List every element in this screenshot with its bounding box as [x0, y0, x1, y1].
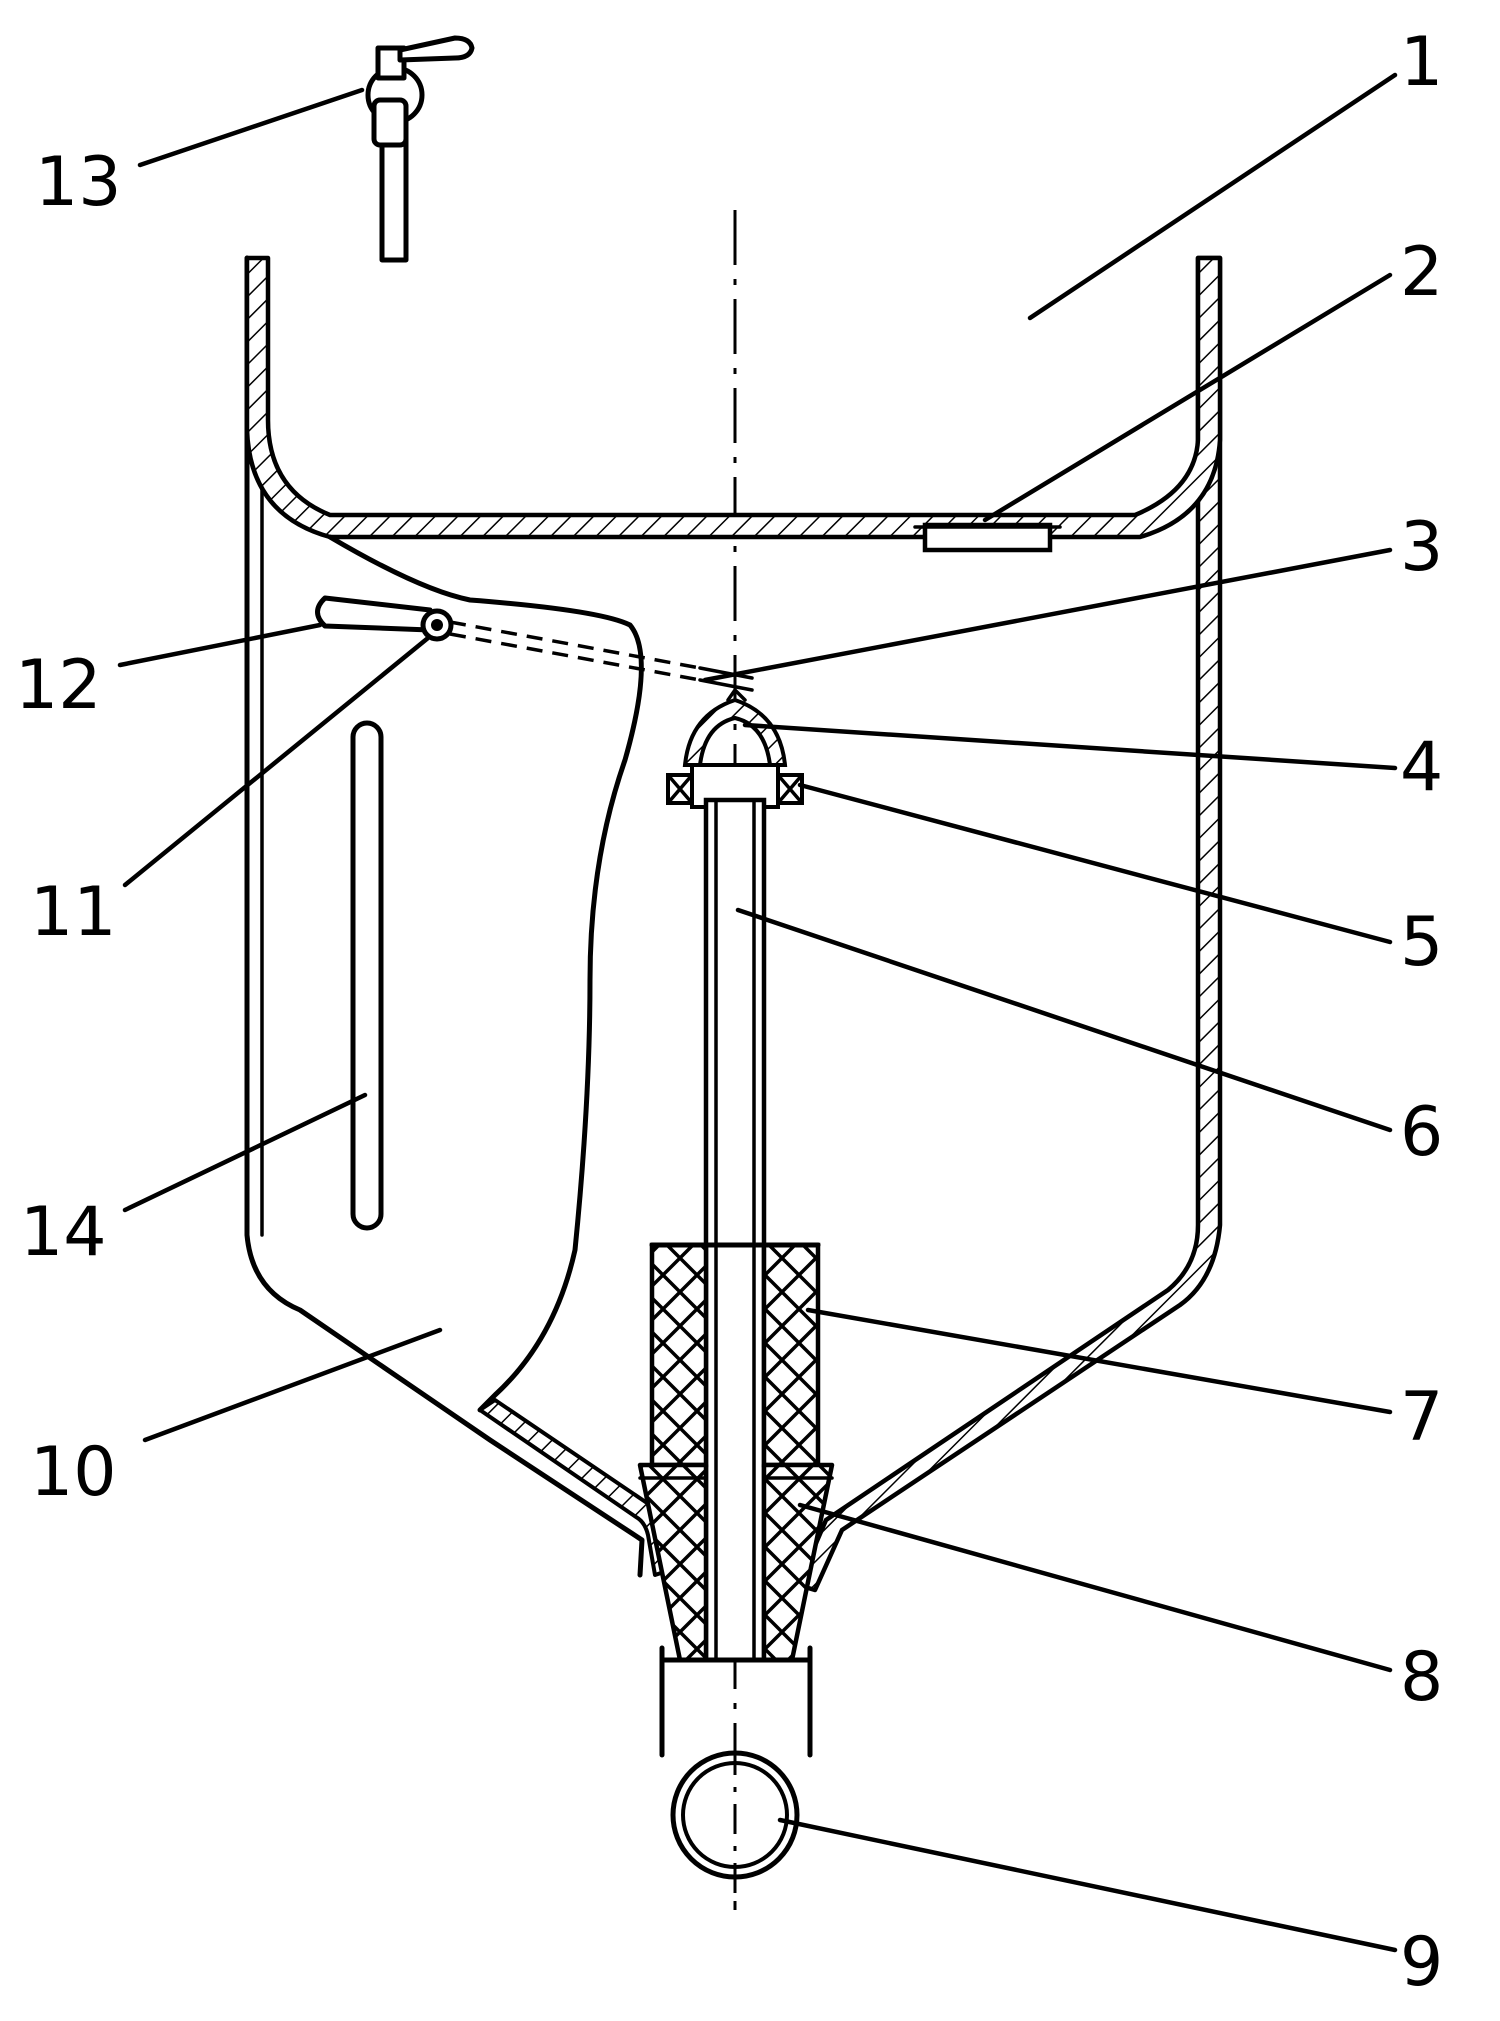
central-tube [703, 797, 767, 1663]
callout-6: 6 [1400, 1093, 1443, 1172]
callout-2: 2 [1400, 233, 1443, 312]
tank-outlet [922, 522, 1053, 553]
conical-plug [637, 1462, 835, 1663]
callout-11: 11 [30, 873, 117, 952]
callout-5: 5 [1400, 903, 1443, 982]
callout-7: 7 [1400, 1378, 1443, 1457]
callout-14: 14 [20, 1193, 107, 1272]
callout-10: 10 [30, 1433, 117, 1512]
drain-pipe [659, 1645, 813, 1905]
water-tank [244, 255, 1223, 553]
cutaway-boundary [327, 534, 644, 1413]
level-window [350, 720, 384, 1231]
lever-assembly [315, 595, 754, 692]
callout-4: 4 [1400, 728, 1443, 807]
callout-3: 3 [1400, 508, 1443, 587]
sleeve [649, 1242, 821, 1468]
callout-8: 8 [1400, 1638, 1443, 1717]
callout-labels: 1 2 3 4 5 6 7 8 9 10 11 12 13 14 [15, 23, 1443, 2002]
callout-1: 1 [1400, 23, 1443, 102]
leader-lines [117, 72, 1398, 1953]
callout-13: 13 [35, 143, 122, 222]
faucet [365, 35, 475, 263]
callout-12: 12 [15, 646, 102, 725]
callout-9: 9 [1400, 1923, 1443, 2002]
